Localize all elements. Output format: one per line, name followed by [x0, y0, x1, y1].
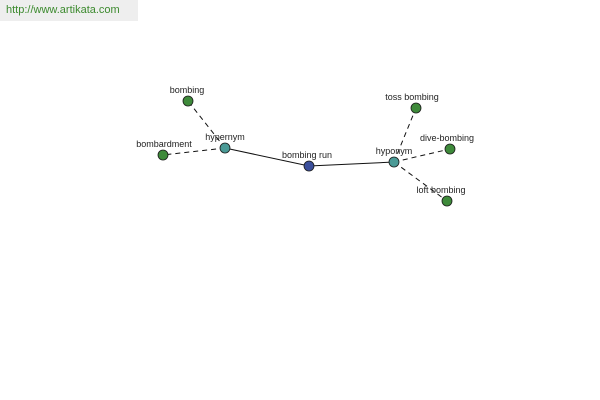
edge-hypernym-bombing	[187, 100, 226, 149]
node-label-bombardment[interactable]: bombardment	[136, 139, 192, 149]
node-label-bombing[interactable]: bombing	[170, 85, 205, 95]
node-label-loft-bombing[interactable]: loft bombing	[416, 185, 465, 195]
node-label-center[interactable]: bombing run	[282, 150, 332, 160]
node-center[interactable]	[303, 160, 315, 172]
node-hyponym[interactable]	[388, 156, 400, 168]
labels-layer: bombing run hypernym hyponym bombing bombard…	[136, 85, 474, 195]
node-dive-bombing[interactable]	[444, 143, 456, 155]
node-label-dive-bombing[interactable]: dive-bombing	[420, 133, 474, 143]
node-loft-bombing[interactable]	[441, 195, 453, 207]
nodes-layer	[157, 95, 456, 207]
edge-center-hypernym	[224, 147, 310, 167]
node-hypernym[interactable]	[219, 142, 231, 154]
node-toss-bombing[interactable]	[410, 102, 422, 114]
edge-center-hyponym	[308, 161, 395, 167]
site-banner: http://www.artikata.com	[0, 0, 138, 21]
node-label-hyponym[interactable]: hyponym	[376, 146, 413, 156]
node-label-toss-bombing[interactable]: toss bombing	[385, 92, 439, 102]
edge-hyponym-loft-bombing	[393, 161, 448, 202]
edge-hyponym-toss-bombing	[393, 107, 417, 163]
site-url-link[interactable]: http://www.artikata.com	[6, 4, 120, 16]
edge-hyponym-dive-bombing	[393, 148, 451, 163]
edges-layer	[162, 100, 451, 202]
node-bombardment[interactable]	[157, 149, 169, 161]
edge-hypernym-bombardment	[162, 147, 226, 156]
node-bombing[interactable]	[182, 95, 194, 107]
node-label-hypernym[interactable]: hypernym	[205, 132, 245, 142]
